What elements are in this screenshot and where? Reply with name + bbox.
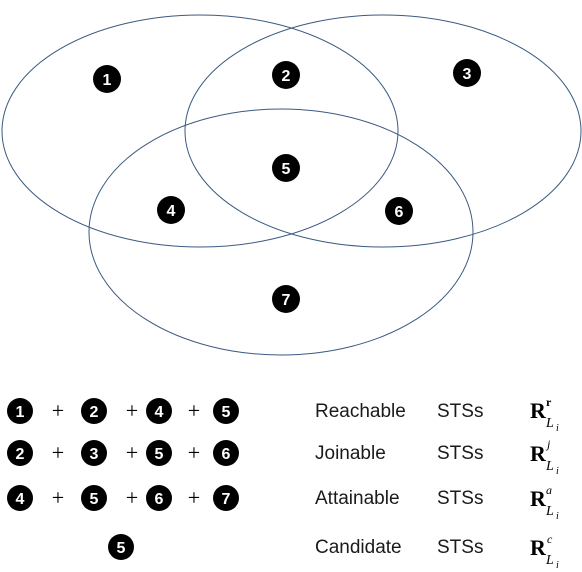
- term-badge: 2: [16, 446, 25, 463]
- legend-row-candidate: 5 Candidate STSs R c L i: [108, 532, 559, 571]
- set-name: Reachable: [315, 401, 406, 422]
- region-label: 6: [395, 204, 404, 221]
- region-label: 3: [463, 66, 472, 83]
- set-name: Joinable: [315, 443, 386, 464]
- set-symbol-sup: j: [545, 437, 551, 451]
- term-badge: 3: [90, 446, 99, 463]
- plus-sign: +: [52, 485, 64, 510]
- plus-sign: +: [126, 398, 138, 423]
- region-badge-6: 6: [385, 197, 413, 225]
- set-symbol-sub: L: [545, 416, 554, 431]
- region-label: 7: [282, 292, 291, 309]
- region-label: 1: [103, 72, 112, 89]
- term-badge: 2: [90, 404, 99, 421]
- set-ellipse-bottom: [88, 108, 474, 356]
- set-suffix: STSs: [437, 537, 483, 558]
- set-symbol-sup: c: [547, 532, 553, 546]
- plus-sign: +: [52, 398, 64, 423]
- set-suffix: STSs: [437, 401, 483, 422]
- set-name: Attainable: [315, 488, 400, 509]
- plus-sign: +: [188, 398, 200, 423]
- region-label: 2: [282, 68, 291, 85]
- set-symbol-base: R: [530, 486, 547, 511]
- set-symbol-base: R: [530, 535, 547, 560]
- set-symbol-subsub: i: [556, 560, 559, 571]
- set-symbol-sub: L: [545, 504, 554, 519]
- set-suffix: STSs: [437, 443, 483, 464]
- legend-row-reachable: 1 + 2 + 4 + 5 Reachable STSs R r L i: [7, 395, 559, 434]
- set-symbol-subsub: i: [556, 423, 559, 434]
- set-symbol-subsub: i: [556, 511, 559, 522]
- term-badge: 5: [155, 446, 164, 463]
- set-ellipse-left: [1, 14, 399, 248]
- set-symbol-sup: a: [546, 483, 552, 497]
- set-name: Candidate: [315, 537, 402, 558]
- term-badge: 5: [90, 491, 99, 508]
- set-symbol-sub: L: [545, 459, 554, 474]
- term-badge: 7: [222, 491, 231, 508]
- set-suffix: STSs: [437, 488, 483, 509]
- legend-row-attainable: 4 + 5 + 6 + 7 Attainable STSs R a L i: [7, 483, 559, 522]
- set-symbol-subsub: i: [556, 466, 559, 477]
- plus-sign: +: [188, 485, 200, 510]
- plus-sign: +: [52, 440, 64, 465]
- region-badge-3: 3: [453, 59, 481, 87]
- term-badge: 5: [117, 540, 126, 557]
- term-badge: 5: [222, 404, 231, 421]
- set-ellipse-right: [184, 14, 582, 248]
- term-badge: 4: [155, 404, 164, 421]
- term-badge: 1: [16, 404, 25, 421]
- region-badge-1: 1: [93, 65, 121, 93]
- set-symbol-sup: r: [546, 395, 552, 409]
- set-symbol-base: R: [530, 398, 547, 423]
- region-label: 5: [282, 161, 291, 178]
- term-badge: 4: [16, 491, 25, 508]
- plus-sign: +: [188, 440, 200, 465]
- term-badge: 6: [155, 491, 164, 508]
- region-badge-2: 2: [272, 61, 300, 89]
- region-badge-4: 4: [157, 196, 185, 224]
- legend-row-joinable: 2 + 3 + 5 + 6 Joinable STSs R j L i: [7, 437, 559, 477]
- set-symbol-base: R: [530, 441, 547, 466]
- term-badge: 6: [222, 446, 231, 463]
- region-badge-7: 7: [272, 285, 300, 313]
- set-symbol-sub: L: [545, 553, 554, 568]
- plus-sign: +: [126, 485, 138, 510]
- region-badge-5: 5: [272, 154, 300, 182]
- region-label: 4: [167, 203, 176, 220]
- plus-sign: +: [126, 440, 138, 465]
